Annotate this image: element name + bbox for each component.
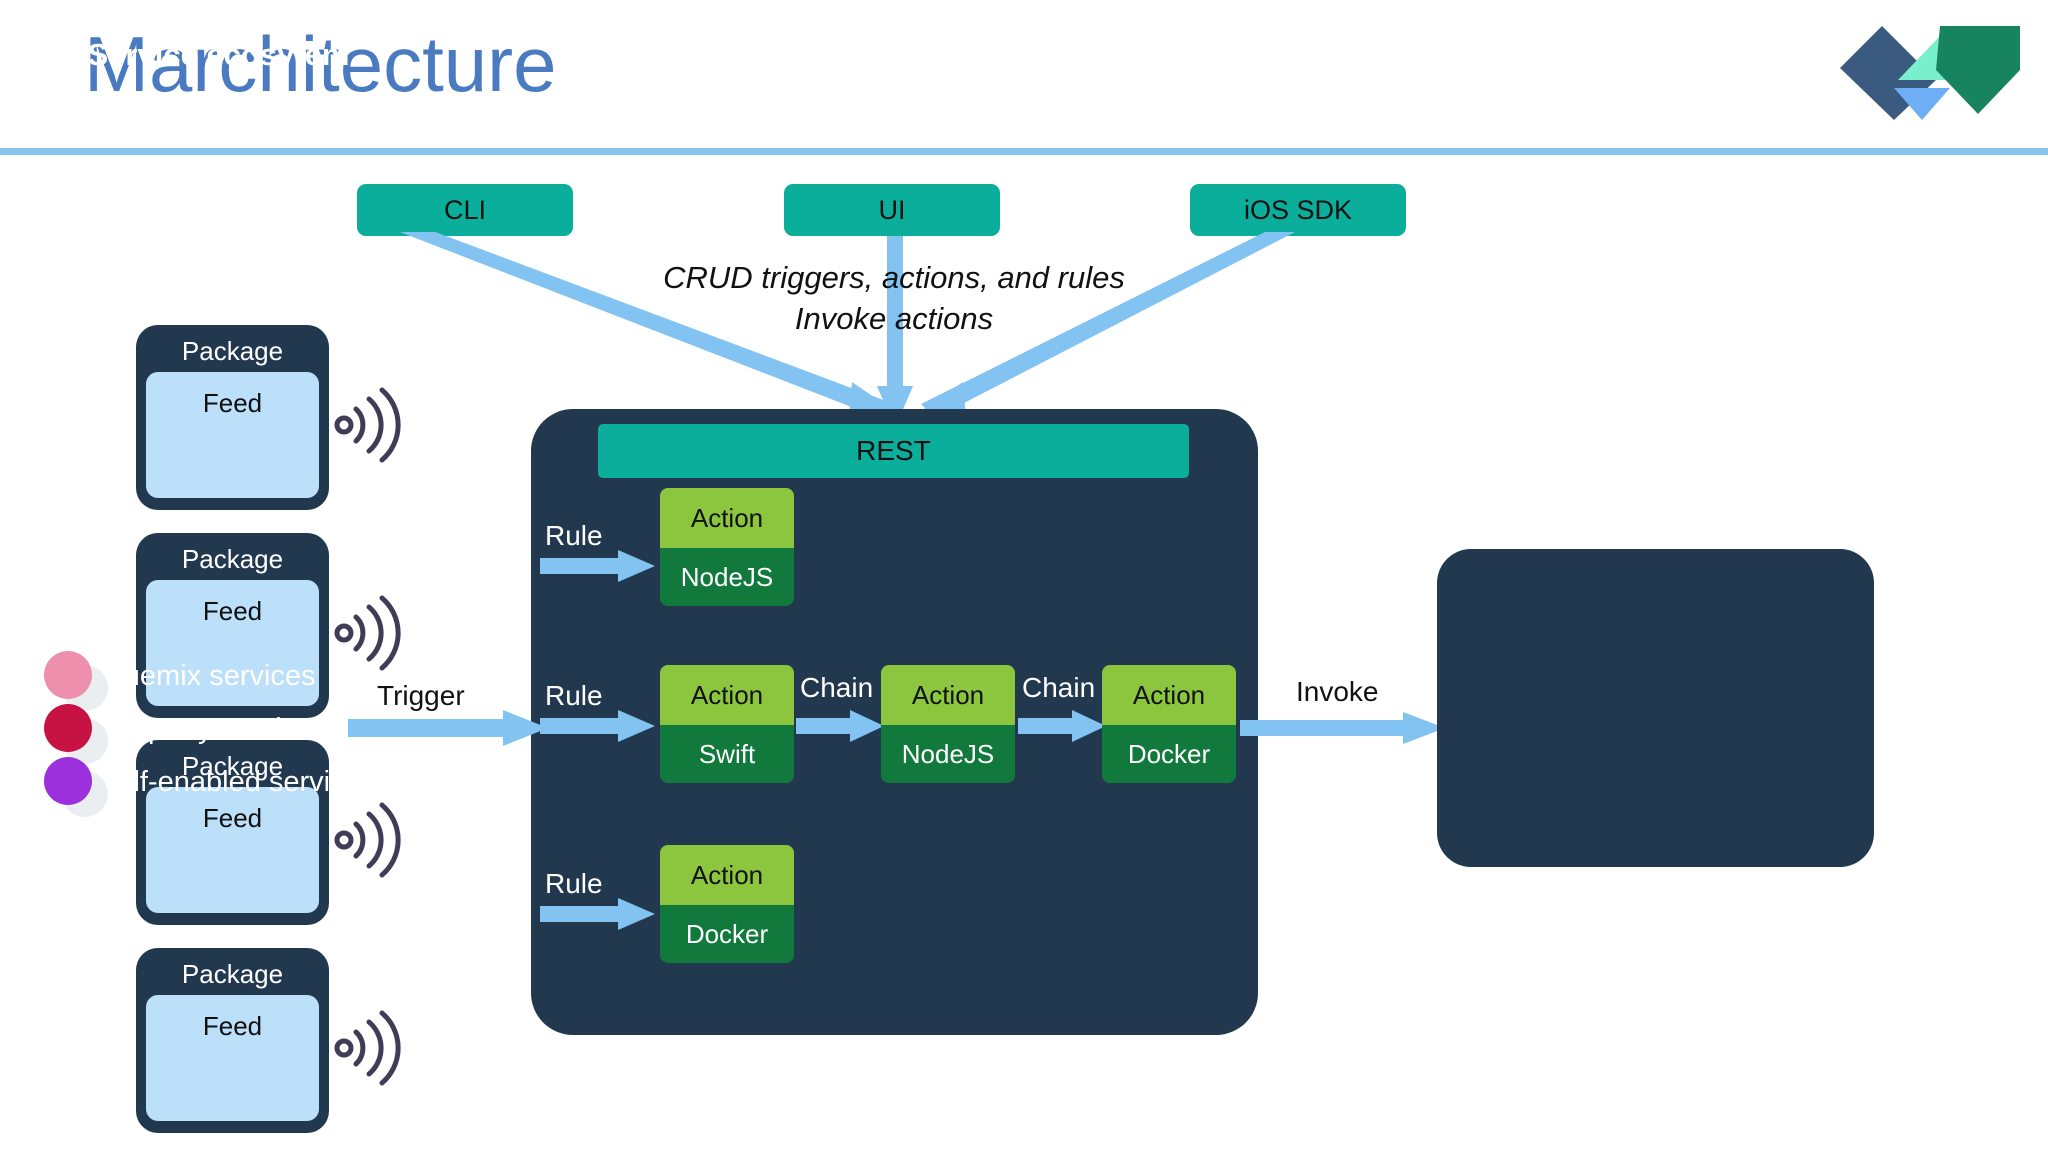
client-box-label: iOS SDK <box>1243 194 1353 225</box>
client-box-cli[interactable]: CLI <box>357 184 573 236</box>
action-card-title: Action <box>660 665 794 725</box>
service-item-label: Self-enabled services <box>98 765 376 798</box>
service-item[interactable]: Bluemix services <box>44 649 316 711</box>
crud-caption-line1: CRUD triggers, actions, and rules <box>663 260 1125 295</box>
arrow-rule-row2 <box>540 710 655 742</box>
service-item[interactable]: Self-enabled services <box>44 755 376 817</box>
feed-box[interactable]: Feed <box>146 371 319 498</box>
rest-api-bar[interactable]: REST <box>598 424 1189 478</box>
service-dot-fill <box>44 757 92 805</box>
client-box-ios-sdk[interactable]: iOS SDK <box>1190 184 1406 236</box>
signal-waves-icon <box>334 1010 401 1086</box>
package-label: Package <box>181 544 284 574</box>
action-card-runtime: Docker <box>1102 725 1236 783</box>
feed-box[interactable]: Feed <box>146 994 319 1121</box>
rule-label: Rule <box>545 868 603 899</box>
action-card-title: Action <box>660 488 794 548</box>
arrow-rule-row1 <box>540 550 655 582</box>
action-card[interactable]: Action NodeJS <box>660 488 794 606</box>
package-card[interactable]: Package Feed <box>136 740 329 925</box>
package-card[interactable]: Package Feed <box>136 325 329 510</box>
arrow-chain-2 <box>1018 710 1106 742</box>
brand-logo-icon <box>1840 26 2020 120</box>
action-card-runtime: Docker <box>660 905 794 963</box>
package-card[interactable]: Package Feed <box>136 533 329 718</box>
service-item-label: Bluemix services <box>98 659 316 692</box>
rule-label: Rule <box>545 520 603 551</box>
page-title: Marchitecture <box>84 20 557 108</box>
action-card[interactable]: Action NodeJS <box>881 665 1015 783</box>
arrow-ui-to-rest <box>877 236 913 428</box>
header-divider <box>0 148 2048 155</box>
arrow-chain-1 <box>796 710 884 742</box>
service-item[interactable]: 3rd party services <box>44 702 327 764</box>
action-card-runtime: NodeJS <box>660 548 794 606</box>
action-card-title: Action <box>881 665 1015 725</box>
crud-caption-line2: Invoke actions <box>794 300 994 336</box>
service-item-label: 3rd party services <box>98 712 327 745</box>
rule-label: Rule <box>545 680 603 711</box>
client-box-label: UI <box>878 194 906 225</box>
trigger-label: Trigger <box>377 680 465 711</box>
feed-box[interactable]: Feed <box>146 579 319 706</box>
action-card-title: Action <box>660 845 794 905</box>
invoke-label: Invoke <box>1296 676 1379 707</box>
service-dot-bluemix <box>44 649 108 711</box>
action-card-runtime: Swift <box>660 725 794 783</box>
signal-waves-icon <box>334 802 401 878</box>
package-label: Package <box>181 336 284 366</box>
service-dot-3rd-party <box>44 702 108 764</box>
signal-waves-icon <box>334 387 401 463</box>
package-card[interactable]: Package Feed <box>136 948 329 1133</box>
crud-caption: CRUD triggers, actions, and rules Invoke… <box>634 258 1154 340</box>
arrow-rule-row3 <box>540 898 655 930</box>
action-card-runtime: NodeJS <box>881 725 1015 783</box>
service-dot-self-enabled <box>44 755 108 817</box>
service-ecosystem-title: Service ecosytem <box>87 37 350 72</box>
package-label: Package <box>181 959 284 989</box>
action-card[interactable]: Action Swift <box>660 665 794 783</box>
package-label: Package <box>181 751 284 781</box>
client-box-label: CLI <box>443 194 487 225</box>
service-ecosystem-panel <box>1437 549 1874 867</box>
client-box-ui[interactable]: UI <box>784 184 1000 236</box>
feed-box[interactable]: Feed <box>146 786 319 913</box>
signal-waves-icon <box>334 595 401 671</box>
action-card-title: Action <box>1102 665 1236 725</box>
chain-label: Chain <box>1022 672 1096 703</box>
arrow-invoke <box>1240 712 1445 744</box>
action-card[interactable]: Action Docker <box>1102 665 1236 783</box>
rest-api-label: REST <box>856 435 931 466</box>
service-dot-fill <box>44 704 92 752</box>
arrow-trigger <box>348 710 548 746</box>
service-dot-fill <box>44 651 92 699</box>
chain-label: Chain <box>800 672 874 703</box>
action-card[interactable]: Action Docker <box>660 845 794 963</box>
